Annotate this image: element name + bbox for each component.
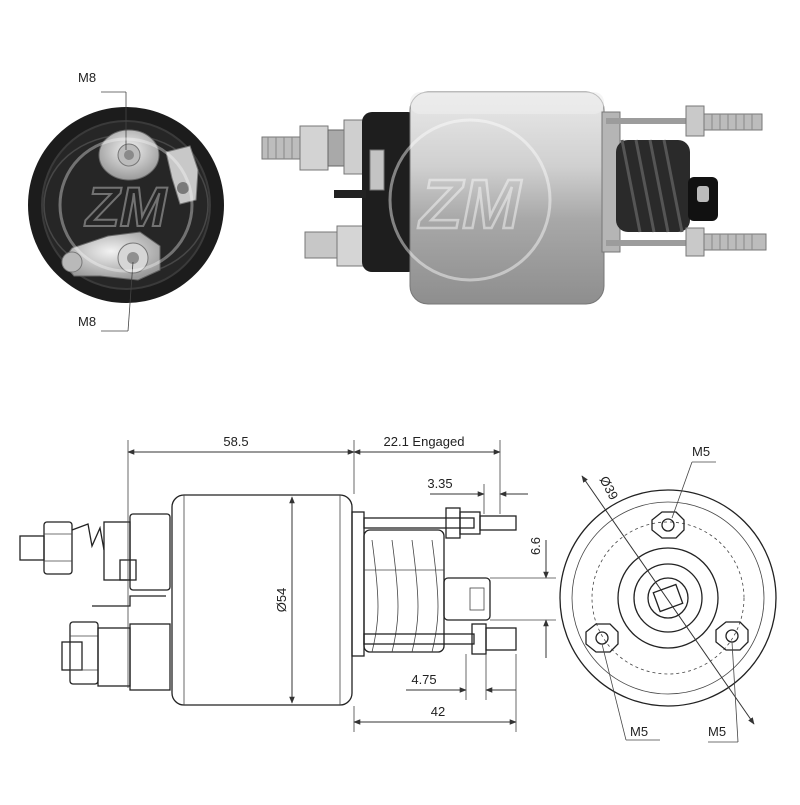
- photo-end-view: M8 M8 ZM: [28, 70, 224, 332]
- end-top-bolt-label: M5: [692, 444, 710, 459]
- upper-stud: [261, 119, 371, 175]
- dim-bolt-circle: Ø39: [597, 474, 622, 503]
- logo-text-right: ZM: [417, 165, 522, 243]
- end-right-bolt-label: M5: [708, 724, 726, 739]
- photo-side-view: ZM: [261, 91, 767, 305]
- lower-stud: [304, 225, 368, 267]
- top-terminal: [98, 129, 160, 181]
- technical-side-view: 58.5 22.1 Engaged 3.35 6.6 Ø54 4.75 42: [19, 434, 556, 732]
- drawing-upper-stud: [19, 513, 171, 591]
- end-left-bolt-label: M5: [630, 724, 648, 739]
- dim-body-length: 58.5: [223, 434, 248, 449]
- drawing-body: [171, 494, 353, 706]
- bottom-terminal-label: M8: [78, 314, 96, 329]
- dim-body-diameter: Ø54: [274, 588, 289, 613]
- dim-plunger-height: 6.6: [528, 537, 543, 555]
- dim-small-offset: 3.35: [427, 476, 452, 491]
- control-tab: [165, 145, 199, 205]
- bottom-terminal: [61, 231, 161, 281]
- drawing-lower-stud: [61, 621, 171, 691]
- drawing-plunger: [443, 577, 491, 621]
- dim-total-rear: 42: [431, 704, 445, 719]
- technical-end-view: Ø39 M5 M5 M5: [559, 444, 777, 743]
- rear-bolt-top: [606, 105, 763, 137]
- logo-watermark-right: ZM: [388, 118, 552, 282]
- end-bolt-left: [585, 623, 619, 653]
- rear-bolt-bottom: [606, 227, 767, 257]
- top-terminal-label: M8: [78, 70, 96, 85]
- end-bolt-top: [651, 511, 685, 539]
- dim-inner-offset: 4.75: [411, 672, 436, 687]
- spring: [616, 139, 690, 233]
- logo-text-left: ZM: [84, 175, 168, 238]
- logo-watermark-left: ZM: [58, 137, 194, 273]
- dim-engaged-stroke: 22.1 Engaged: [384, 434, 465, 449]
- drawing-rear-bolts: [363, 507, 517, 655]
